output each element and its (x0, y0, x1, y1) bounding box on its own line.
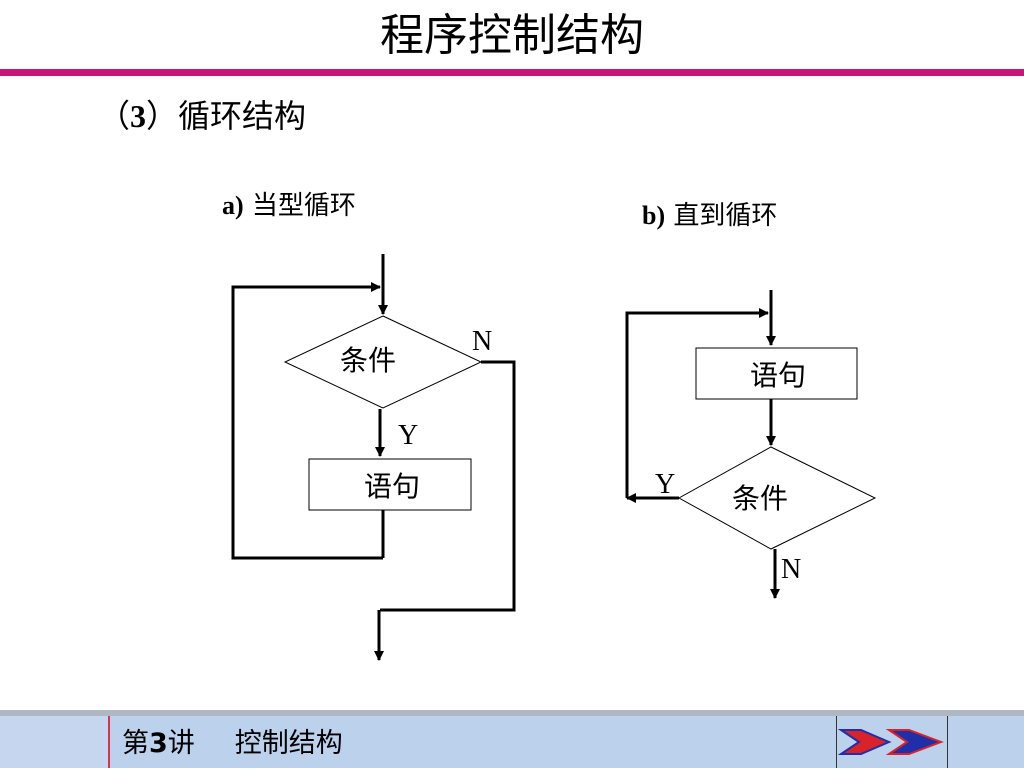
until-loop-diagram (625, 290, 877, 599)
lecture-suffix: 讲 (167, 728, 195, 759)
footer-bar: 第3讲 控制结构 (0, 710, 1024, 768)
lecture-prefix: 第 (122, 728, 149, 759)
footer-top-strip (0, 710, 1024, 716)
slide-title: 程序控制结构 (380, 10, 644, 61)
subtitle-text: ）循环结构 (146, 97, 307, 135)
subtitle-open: （ (98, 97, 131, 135)
no-a-label: N (472, 326, 492, 357)
caption-a-letter: a) (222, 191, 244, 220)
double-arrow-icon (837, 729, 944, 755)
caption-until-loop: b) 直到循环 (642, 200, 777, 232)
condition-diamond (283, 315, 483, 409)
condition-diamond-b (677, 446, 877, 550)
statement-box-b (695, 347, 858, 400)
loop-back-arrow-b (625, 308, 769, 498)
lecture-number: 3 (149, 728, 168, 759)
statement-box (308, 458, 472, 511)
caption-b-text: 直到循环 (665, 201, 778, 231)
no-b-label: N (781, 554, 801, 585)
subtitle-number: 3 (130, 98, 147, 134)
next-slide-button[interactable] (836, 716, 948, 768)
condition-b-label: 条件 (732, 482, 788, 515)
footer-lecture-title: 第3讲 控制结构 (122, 728, 343, 760)
lecture-topic: 控制结构 (234, 728, 343, 759)
statement-b-label: 语句 (750, 359, 806, 392)
footer-separator (108, 716, 110, 768)
section-heading: （3）循环结构 (98, 96, 306, 136)
yes-b-label: Y (655, 469, 675, 500)
caption-a-text: 当型循环 (243, 191, 356, 221)
caption-while-loop: a) 当型循环 (222, 190, 356, 222)
while-loop-diagram (231, 254, 516, 661)
footer-left-panel (0, 716, 110, 768)
condition-a-label: 条件 (340, 344, 396, 377)
title-divider (0, 69, 1024, 76)
no-exit-path (380, 360, 516, 612)
statement-a-label: 语句 (364, 470, 420, 503)
caption-b-letter: b) (642, 201, 666, 230)
loop-back-arrow (231, 282, 383, 560)
yes-a-label: Y (398, 420, 418, 451)
